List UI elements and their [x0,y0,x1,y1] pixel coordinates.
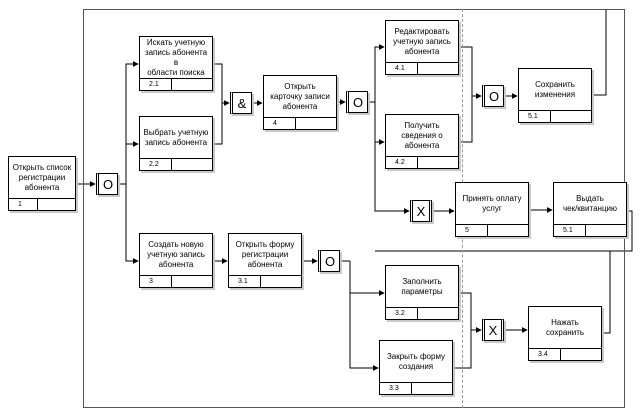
uob-number: 1 [9,199,39,210]
uob-number: 5 [456,225,488,236]
uob-label: Заполнить параметры [401,276,443,296]
uob-box-u21[interactable]: Искать учетную запись абонента в области… [139,36,213,91]
uob-number: 5.1 [519,111,551,122]
uob-footer: 4.1 [386,62,458,74]
link-u41-j4 [459,46,482,99]
link-j3-j5 [374,142,410,214]
uob-box-u22[interactable]: Выбрать учетную запись абонента 2.2 [139,116,213,171]
uob-footer: 3.1 [229,275,301,287]
uob-box-u32[interactable]: Заполнить параметры 3.2 [385,265,459,320]
link-u34-return [602,251,611,334]
uob-footer: 3 [140,275,212,287]
uob-box-u3[interactable]: Создать новую учетную запись абонента 3 [139,233,213,288]
junction-or-j4[interactable]: O [482,85,504,107]
uob-number: 2.2 [140,159,172,170]
uob-box-u34[interactable]: Нажать сохранить 3.4 [528,306,602,361]
uob-label: Открыть форму регистрации абонента [235,239,295,269]
uob-label: Редактировать учетную запись абонента [393,26,451,56]
uob-label: Искать учетную запись абонента в области… [144,37,208,77]
uob-number: 3.4 [529,349,561,360]
uob-number: 5.1 [554,225,586,236]
uob-number: 4.1 [386,63,418,74]
uob-footer: 2.1 [140,78,212,90]
link-u51a-j2 [592,9,607,96]
uob-footer: 4 [264,117,336,129]
uob-footer: 4.2 [386,156,458,168]
uob-box-u51a[interactable]: Сохранить изменения 5.1 [518,68,592,123]
uob-footer: 1 [9,198,75,210]
uob-number: 2.1 [140,79,172,90]
uob-label: Выдать чек/квитанцию [562,193,618,213]
uob-box-u51b[interactable]: Выдать чек/квитанцию 5.1 [553,182,627,237]
uob-label: Нажать сохранить [545,317,585,337]
uob-footer: 3.2 [386,307,458,319]
link-u42-j4 [459,96,473,143]
uob-label: Закрыть форму создания [386,351,446,371]
link-u22-j2 [213,103,223,145]
uob-label: Принять оплату услуг [462,193,522,213]
uob-box-u42[interactable]: Получить сведения о абонента 4.2 [385,114,459,169]
link-u51b-return [375,210,633,252]
junction-xor-j7[interactable]: X [482,319,504,341]
uob-box-u1[interactable]: Открыть список регистрации абонента 1 [8,156,76,211]
uob-box-u41[interactable]: Редактировать учетную запись абонента 4.1 [385,20,459,75]
uob-footer: 5.1 [554,224,626,236]
uob-label: Открыть список регистрации абонента [12,162,72,192]
uob-number: 4.2 [386,157,418,168]
uob-box-u4[interactable]: Открыть карточку записи абонента 4 [263,75,337,130]
uob-label: Получить сведения о абонента [401,120,443,150]
junction-or-j1[interactable]: O [96,173,118,195]
link-u33-j7 [453,330,472,369]
uob-number: 3.1 [229,276,261,287]
uob-label: Создать новую учетную запись абонента [147,239,205,269]
uob-number: 3 [140,276,172,287]
uob-box-u33[interactable]: Закрыть форму создания 3.3 [379,340,453,395]
junction-xor-j5[interactable]: X [410,200,432,222]
uob-label: Выбрать учетную запись абонента [143,127,209,147]
uob-footer: 5.1 [519,110,591,122]
uob-label: Открыть карточку записи абонента [270,81,330,111]
uob-footer: 2.2 [140,158,212,170]
junction-and-j2[interactable]: & [230,92,252,114]
uob-footer: 5 [456,224,528,236]
uob-label: Сохранить изменения [534,79,576,99]
uob-box-u5[interactable]: Принять оплату услуг 5 [455,182,529,237]
junction-or-j6[interactable]: O [318,250,340,272]
uob-footer: 3.3 [380,382,452,394]
junction-or-j3[interactable]: O [346,91,368,113]
link-u32-j7 [459,292,482,333]
uob-number: 4 [264,118,296,129]
link-u21-j2 [213,63,230,106]
uob-number: 3.2 [386,308,418,319]
uob-number: 3.3 [380,383,412,394]
uob-footer: 3.4 [529,348,601,360]
uob-box-u31[interactable]: Открыть форму регистрации абонента 3.1 [228,233,302,288]
link-j6-u33 [349,293,379,371]
link-j1-u3 [125,184,139,264]
link-j3-u41 [374,44,385,102]
